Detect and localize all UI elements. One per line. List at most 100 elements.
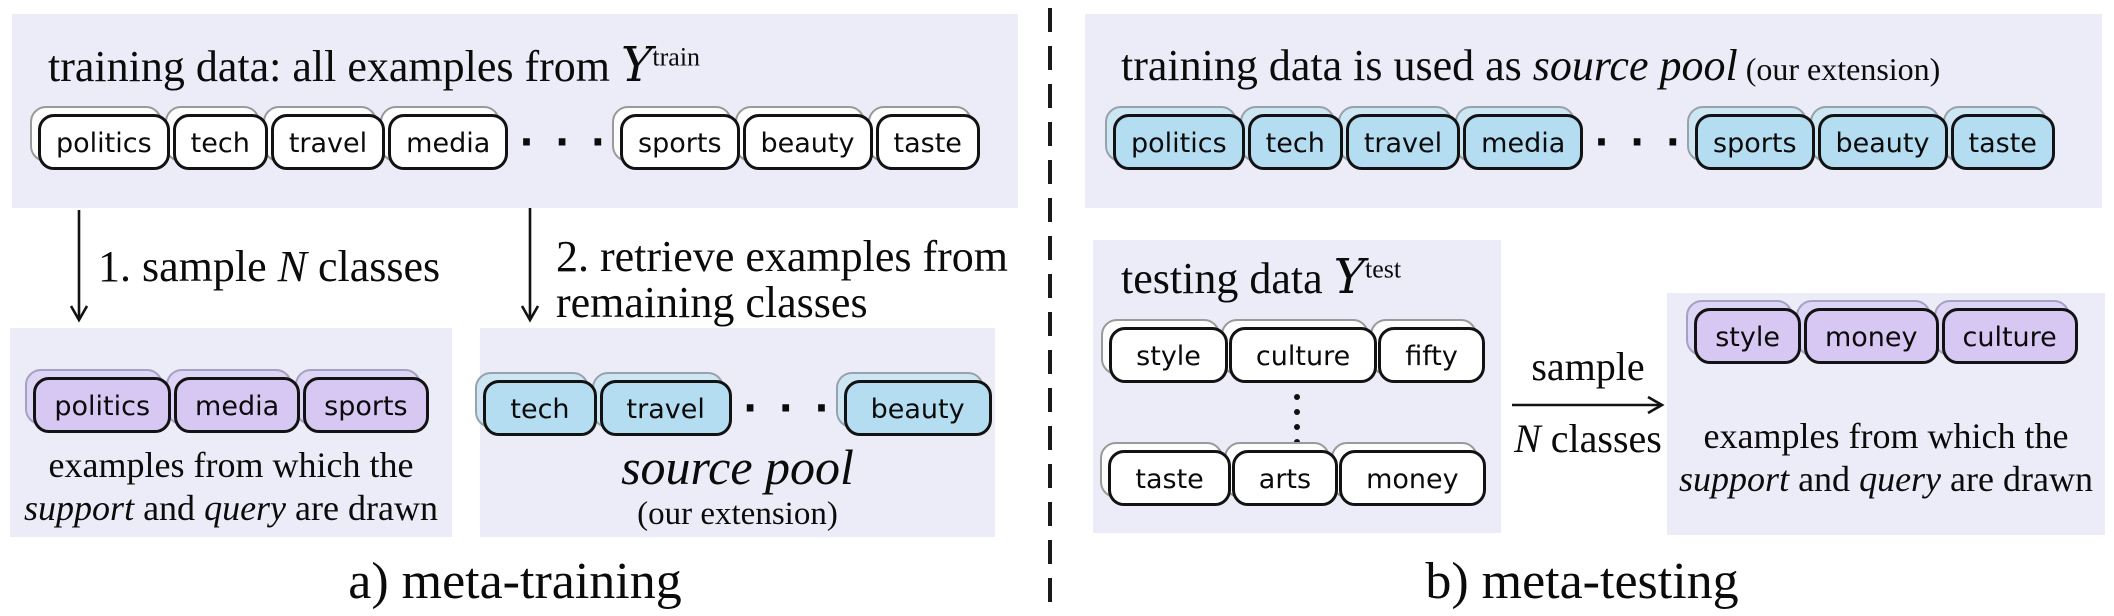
query-word: query xyxy=(204,488,287,529)
ellipsis-dots: · · · xyxy=(1594,120,1685,164)
class-chip-media: media xyxy=(1455,106,1584,170)
testing-data-title-text: testing data xyxy=(1121,254,1334,303)
script-y-symbol: Y xyxy=(1333,250,1365,305)
train-superscript: train xyxy=(652,42,701,72)
class-chip-politics: politics xyxy=(30,106,170,170)
support-word: support xyxy=(1679,459,1790,500)
training-pool-title-text: training data: all examples from xyxy=(48,42,622,91)
class-chip-label: money xyxy=(1803,308,1939,364)
class-chip-label: tech xyxy=(483,380,597,436)
class-chip-money: money xyxy=(1795,300,1939,364)
class-chip-politics: politics xyxy=(25,369,172,433)
meta-training-caption: a) meta-training xyxy=(348,553,682,610)
step1-variable: N xyxy=(277,242,307,291)
class-chip-beauty: beauty xyxy=(1809,106,1948,170)
training-pool-box: training data: all examples from Ytrain … xyxy=(12,14,1018,208)
testing-result-caption: examples from which the support and quer… xyxy=(1667,415,2105,501)
caption-end: are drawn xyxy=(286,488,438,529)
n-classes-text: classes xyxy=(1540,416,1662,461)
class-chip-taste: taste xyxy=(1100,442,1231,506)
n-variable: N xyxy=(1514,416,1541,461)
class-chip-label: arts xyxy=(1231,450,1339,506)
class-chip-media: media xyxy=(380,106,509,170)
class-chip-label: tech xyxy=(172,114,268,170)
right-arrow-icon xyxy=(1512,395,1665,415)
our-extension-paren: (our extension) xyxy=(1737,51,1941,87)
class-chip-label: taste xyxy=(1108,450,1231,506)
dashed-divider xyxy=(1048,8,1052,608)
class-chip-label: taste xyxy=(1950,114,2055,170)
class-chip-label: media xyxy=(1463,114,1584,170)
class-chip-tech: tech xyxy=(164,106,268,170)
class-chip-label: culture xyxy=(1228,327,1378,383)
class-chip-culture: culture xyxy=(1220,319,1378,383)
step2-line1: 2. retrieve examples from xyxy=(556,232,1009,281)
class-chip-travel: travel xyxy=(262,106,386,170)
class-chip-beauty: beauty xyxy=(734,106,873,170)
class-chip-taste: taste xyxy=(1942,106,2055,170)
class-chip-label: beauty xyxy=(843,380,992,436)
script-y-symbol: Y xyxy=(621,38,653,93)
training-pool-title: training data: all examples from Ytrain xyxy=(48,38,700,93)
step1-pre: 1. sample xyxy=(98,242,278,291)
class-chip-label: style xyxy=(1109,327,1228,383)
sample-arrow-group: sample N classes xyxy=(1505,346,1671,460)
caption-mid: and xyxy=(134,488,205,529)
class-chip-label: travel xyxy=(1345,114,1461,170)
class-chip-label: media xyxy=(388,114,509,170)
class-chip-label: politics xyxy=(38,114,170,170)
class-chip-label: culture xyxy=(1941,308,2078,364)
class-chip-politics: politics xyxy=(1105,106,1245,170)
meta-testing-caption: b) meta-testing xyxy=(1425,553,1739,610)
sample-arrow-bottom-label: N classes xyxy=(1514,418,1662,460)
class-chip-beauty: beauty xyxy=(835,372,992,436)
class-chip-travel: travel xyxy=(591,372,732,436)
class-chip-travel: travel xyxy=(1337,106,1461,170)
testing-data-title: testing data Ytest xyxy=(1121,250,1401,305)
testing-pool-title-text: training data is used as xyxy=(1121,41,1533,90)
query-word: query xyxy=(1859,459,1942,500)
down-arrow-1-icon xyxy=(69,210,89,323)
class-chip-label: travel xyxy=(270,114,386,170)
class-chip-tech: tech xyxy=(475,372,597,436)
caption-mid: and xyxy=(1789,459,1860,500)
class-chip-taste: taste xyxy=(867,106,980,170)
class-chip-label: travel xyxy=(599,380,732,436)
class-chip-label: taste xyxy=(875,114,980,170)
result-caption-line1: examples from which the xyxy=(1703,416,2069,456)
support-word: support xyxy=(24,488,135,529)
class-chip-label: sports xyxy=(1695,114,1815,170)
class-chip-label: style xyxy=(1694,308,1801,364)
class-chip-label: politics xyxy=(1113,114,1245,170)
class-chip-label: sports xyxy=(620,114,740,170)
step1-post: classes xyxy=(307,242,441,291)
class-chip-label: sports xyxy=(303,377,429,433)
class-chip-fifty: fifty xyxy=(1370,319,1485,383)
test-superscript: test xyxy=(1364,254,1402,284)
class-chip-label: tech xyxy=(1247,114,1343,170)
class-chip-style: style xyxy=(1101,319,1228,383)
class-chip-sports: sports xyxy=(1686,106,1815,170)
class-chip-label: beauty xyxy=(742,114,873,170)
ellipsis-dots: · · · xyxy=(519,120,610,164)
testing-pool-title: training data is used as source pool (ou… xyxy=(1121,40,1940,91)
down-arrow-2-icon xyxy=(520,208,540,323)
class-chip-style: style xyxy=(1686,300,1801,364)
class-chip-money: money xyxy=(1331,442,1486,506)
class-chip-label: fifty xyxy=(1378,327,1485,383)
class-chip-media: media xyxy=(166,369,301,433)
class-chip-culture: culture xyxy=(1933,300,2078,364)
class-chip-label: politics xyxy=(33,377,172,433)
step1-label: 1. sample N classes xyxy=(98,244,440,290)
source-pool-sublabel: (our extension) xyxy=(637,496,838,532)
